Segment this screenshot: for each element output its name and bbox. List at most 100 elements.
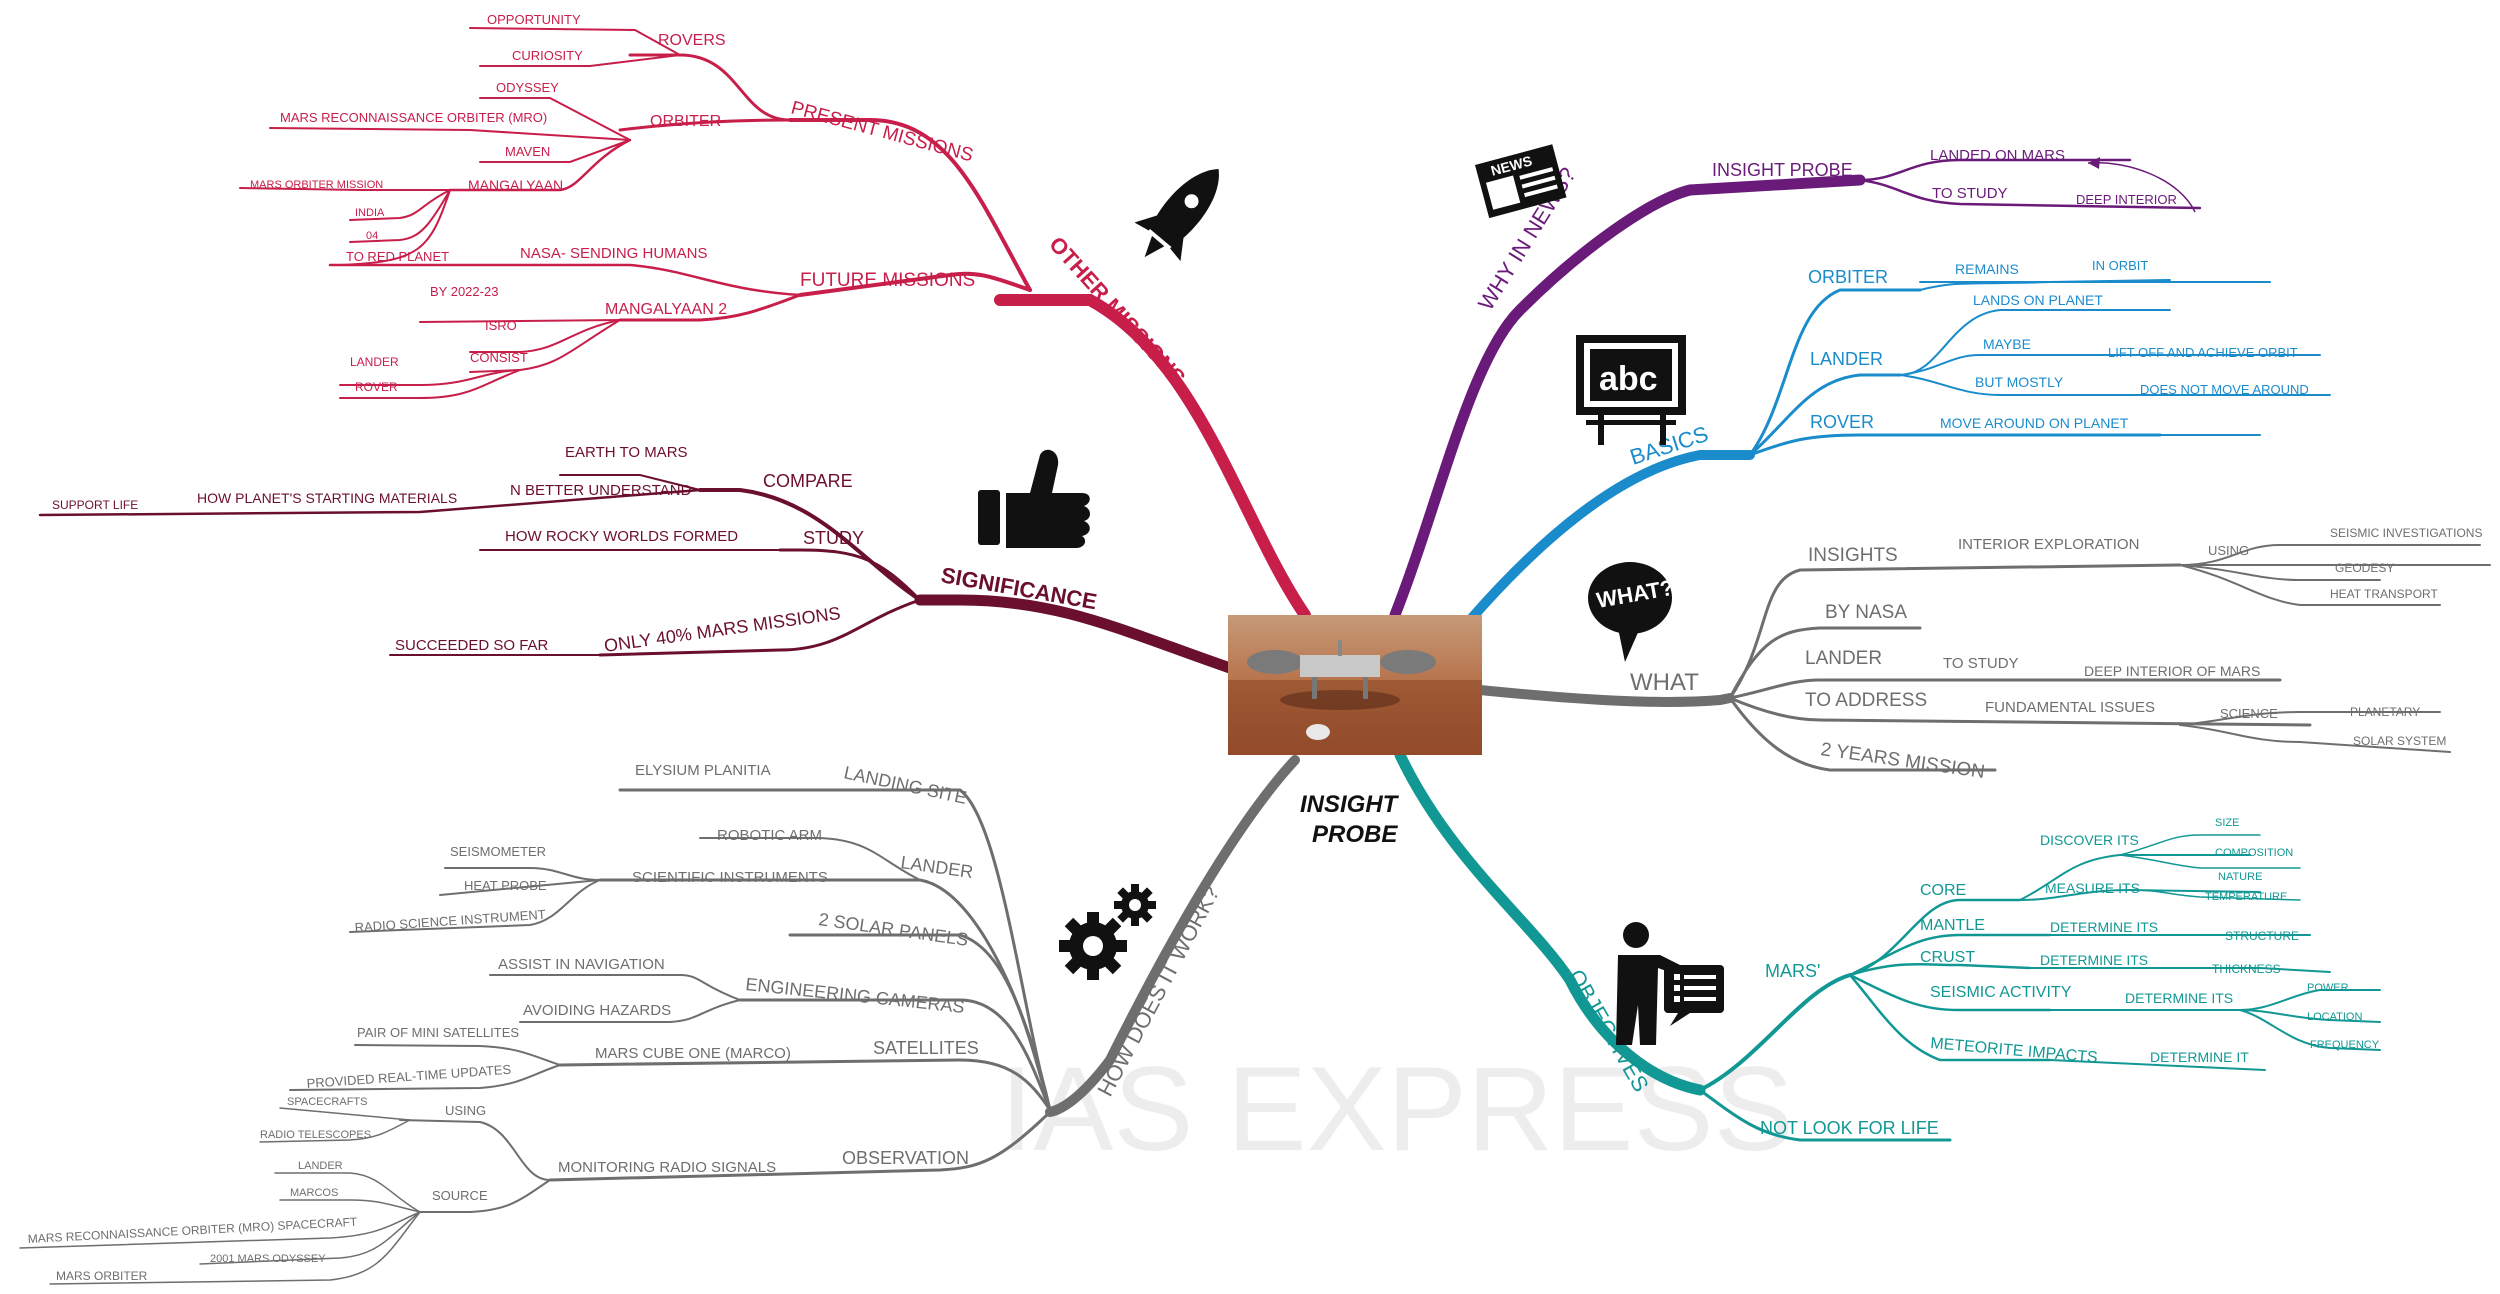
significance-branch [38, 474, 1236, 674]
determine-it-label: DETERMINE IT [2150, 1049, 2249, 1065]
determine-its-1-label: DETERMINE ITS [2050, 919, 2158, 935]
lander-what-label: LANDER [1805, 648, 1882, 669]
04-label: 04 [366, 230, 378, 242]
india-label: INDIA [355, 207, 385, 219]
arrow-head [2088, 157, 2100, 169]
not-move-label: DOES NOT MOVE AROUND [2140, 382, 2309, 397]
by-nasa-label: BY NASA [1825, 602, 1907, 623]
deep-interior-mars-label: DEEP INTERIOR OF MARS [2084, 663, 2260, 679]
deep-interior-label: DEEP INTERIOR [2076, 192, 2177, 207]
satellites-label: SATELLITES [873, 1038, 979, 1058]
other-missions-branch [239, 27, 1311, 621]
mars-label: MARS' [1765, 961, 1820, 981]
mars-orbiter-mission-label: MARS ORBITER MISSION [250, 179, 383, 191]
chalkboard-abc-icon: abc [1576, 335, 1686, 445]
objectives-branch [1394, 749, 2381, 1142]
watermark: IAS EXPRESS [1000, 1042, 1794, 1176]
future-missions-label: FUTURE MISSIONS [800, 270, 975, 291]
seismic-activity-label: SEISMIC ACTIVITY [1930, 984, 2072, 1001]
solar-system-label: SOLAR SYSTEM [2353, 734, 2446, 748]
monitoring-label: MONITORING RADIO SIGNALS [558, 1159, 776, 1176]
compare-label: COMPARE [763, 471, 853, 491]
mars-odyssey-label: 2001 MARS ODYSSEY [210, 1253, 326, 1265]
using-how-label: USING [445, 1103, 486, 1118]
study-label: STUDY [803, 528, 864, 548]
discover-its-label: DISCOVER ITS [2040, 832, 2139, 848]
in-orbit-label: IN ORBIT [2092, 258, 2148, 273]
engineering-cameras-label: ENGINEERING CAMERAS [745, 974, 966, 1017]
to-address-label: TO ADDRESS [1805, 690, 1927, 711]
rocket-icon [1134, 169, 1219, 262]
frequency-label: FREQUENCY [2310, 1039, 2380, 1051]
isro-label: ISRO [485, 318, 517, 333]
pair-mini-label: PAIR OF MINI SATELLITES [357, 1025, 519, 1040]
seismic-label: SEISMIC INVESTIGATIONS [2330, 526, 2482, 540]
mangalyaan-label: MANGALYAAN [468, 177, 563, 193]
observation-label: OBSERVATION [842, 1148, 969, 1168]
assist-navigation-label: ASSIST IN NAVIGATION [498, 956, 665, 973]
abc-icon-label: abc [1599, 360, 1658, 398]
lands-on-planet-label: LANDS ON PLANET [1973, 292, 2103, 308]
central-title-line1: INSIGHT [1300, 791, 1400, 818]
present-missions-label: PRESENT MISSIONS [789, 98, 976, 167]
how-planets-label: HOW PLANET'S STARTING MATERIALS [197, 490, 457, 506]
mars-orbiter-label: MARS ORBITER [56, 1269, 148, 1283]
what-label: WHAT [1630, 669, 1699, 696]
by-2022-label: BY 2022-23 [430, 284, 498, 299]
nature-label: NATURE [2218, 871, 2262, 883]
curiosity-label: CURIOSITY [512, 48, 583, 63]
other-missions-label: OTHER MISSIONS [1044, 232, 1190, 390]
orbiter-label: ORBITER [650, 113, 721, 130]
to-red-planet-label: TO RED PLANET [346, 249, 449, 264]
odyssey-label: ODYSSEY [496, 80, 559, 95]
insight-probe-label: INSIGHT PROBE [1712, 160, 1853, 180]
structure-label: STRUCTURE [2225, 929, 2299, 943]
central-title-line2: PROBE [1312, 821, 1398, 848]
measure-its-label: MEASURE ITS [2045, 880, 2140, 896]
avoiding-hazards-label: AVOIDING HAZARDS [523, 1002, 671, 1019]
rover-mission-label: ROVER [355, 380, 398, 394]
landed-on-mars-label: LANDED ON MARS [1930, 147, 2065, 164]
earth-to-mars-label: EARTH TO MARS [565, 444, 688, 461]
nasa-sending-humans-label: NASA- SENDING HUMANS [520, 245, 708, 262]
geodesy-label: GEODESY [2335, 561, 2394, 575]
interior-exploration-label: INTERIOR EXPLORATION [1958, 536, 2139, 553]
curved-arrow [2087, 161, 2196, 213]
planetary-label: PLANETARY [2350, 705, 2420, 719]
maven-label: MAVEN [505, 144, 550, 159]
determine-its-2-label: DETERMINE ITS [2040, 952, 2148, 968]
insight-lander-image [1228, 615, 1482, 755]
core-label: CORE [1920, 882, 1966, 899]
meteorite-label: METEORITE IMPACTS [1930, 1035, 2099, 1067]
n-better-label: N BETTER UNDERSTAND [510, 482, 692, 499]
remains-label: REMAINS [1955, 261, 2019, 277]
real-time-label: PROVIDED REAL-TIME UPDATES [306, 1062, 512, 1091]
rovers-label: ROVERS [658, 32, 726, 49]
src-lander-label: LANDER [298, 1160, 343, 1172]
how-branch [19, 755, 1300, 1285]
elysium-label: ELYSIUM PLANITIA [635, 762, 771, 779]
temperature-label: TEMPERATURE [2205, 891, 2287, 903]
but-mostly-label: BUT MOSTLY [1975, 374, 2064, 390]
orbiter-basics-label: ORBITER [1808, 267, 1888, 287]
rocky-worlds-label: HOW ROCKY WORLDS FORMED [505, 528, 738, 545]
mars-cube-one-label: MARS CUBE ONE (MARCO) [595, 1045, 791, 1062]
consist-label: CONSIST [470, 350, 528, 365]
determine-its-3-label: DETERMINE ITS [2125, 990, 2233, 1006]
heat-transport-label: HEAT TRANSPORT [2330, 587, 2438, 601]
insights-label: INSIGHTS [1808, 545, 1898, 566]
radio-science-label: RADIO SCIENCE INSTRUMENT [354, 907, 546, 935]
lift-off-label: LIFT OFF AND ACHIEVE ORBIT [2108, 345, 2298, 360]
what-speech-bubble-icon: WHAT? [1588, 562, 1675, 662]
using-what-label: USING [2208, 543, 2249, 558]
lander-mission-label: LANDER [350, 355, 399, 369]
teacher-presenting-icon [1616, 922, 1724, 1045]
to-study-what-label: TO STUDY [1943, 655, 2019, 672]
scientific-instruments-label: SCIENTIFIC INSTRUMENTS [632, 869, 828, 886]
maybe-label: MAYBE [1983, 336, 2031, 352]
composition-label: COMPOSITION [2215, 847, 2293, 859]
opportunity-label: OPPORTUNITY [487, 12, 581, 27]
robotic-arm-label: ROBOTIC ARM [717, 827, 822, 844]
newspaper-icon: NEWS [1475, 144, 1567, 219]
